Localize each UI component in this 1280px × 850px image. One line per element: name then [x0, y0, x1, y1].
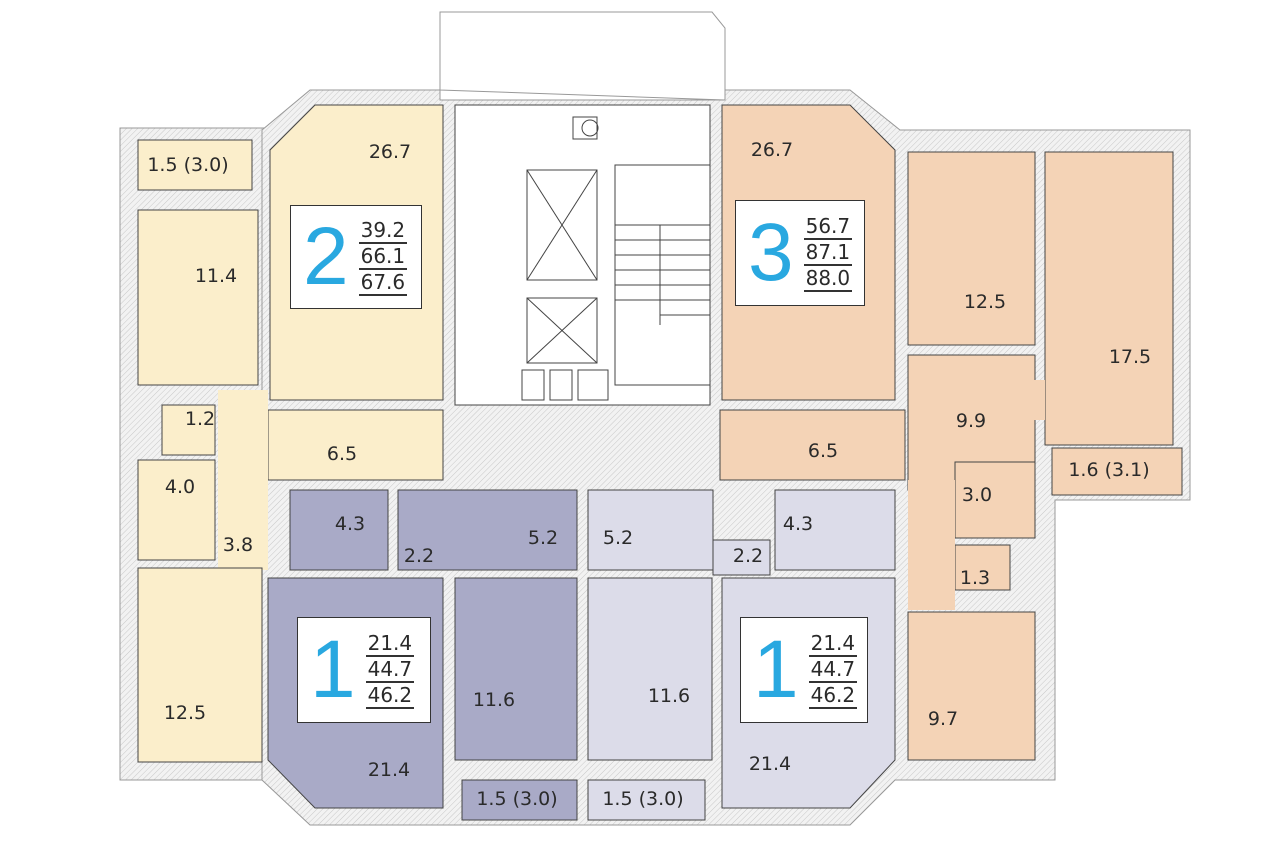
room-area-label: 4.0 [164, 476, 196, 498]
room-area-label: 11.6 [647, 685, 691, 707]
total-area: 66.1 [358, 244, 408, 270]
room-area-label: 21.4 [367, 759, 411, 781]
room-area-label: 12.5 [963, 291, 1007, 313]
room-area-label: 9.9 [955, 410, 987, 432]
total-area-with-balcony: 67.6 [358, 270, 408, 296]
room-area-label: 2.2 [403, 545, 435, 567]
room-area-label: 5.2 [527, 527, 559, 549]
room-area-label: 1.3 [959, 567, 991, 589]
room-count: 2 [303, 211, 349, 302]
room-area-label: 1.2 [184, 408, 216, 430]
apartment-2 [137, 104, 444, 763]
total-area-with-balcony: 88.0 [803, 266, 853, 292]
room-area-label: 4.3 [334, 513, 366, 535]
room-area-label: 3.8 [222, 534, 254, 556]
total-area: 44.7 [808, 657, 858, 683]
room-area-label: 1.5 (3.0) [147, 154, 229, 176]
stair-elevator-core [454, 104, 711, 406]
room-area-label: 3.0 [961, 484, 993, 506]
room-area-label: 11.4 [194, 265, 238, 287]
apartment-3 [719, 104, 1183, 761]
room-area-label: 17.5 [1108, 346, 1152, 368]
living-area: 39.2 [358, 218, 408, 244]
living-area: 56.7 [803, 214, 853, 240]
room-area-label: 9.7 [927, 708, 959, 730]
room-area-label: 5.2 [602, 527, 634, 549]
total-area: 87.1 [803, 240, 853, 266]
room-count: 3 [748, 207, 794, 298]
total-area: 44.7 [365, 657, 415, 683]
room-area-label: 4.3 [782, 513, 814, 535]
total-area-with-balcony: 46.2 [808, 683, 858, 709]
room-area-label: 11.6 [472, 689, 516, 711]
room-count: 1 [310, 624, 356, 715]
room-count: 1 [753, 624, 799, 715]
room-area-label: 6.5 [807, 440, 839, 462]
room-area-label: 21.4 [748, 753, 792, 775]
room-area-label: 12.5 [163, 702, 207, 724]
room-area-label: 6.5 [326, 443, 358, 465]
room-area-label: 26.7 [750, 139, 794, 161]
room-area-label: 1.5 (3.0) [476, 788, 558, 810]
room-area-label: 26.7 [368, 141, 412, 163]
living-area: 21.4 [808, 631, 858, 657]
living-area: 21.4 [365, 631, 415, 657]
room-area-label: 2.2 [732, 545, 764, 567]
room-area-label: 1.5 (3.0) [602, 788, 684, 810]
total-area-with-balcony: 46.2 [365, 683, 415, 709]
room-area-label: 1.6 (3.1) [1068, 459, 1150, 481]
